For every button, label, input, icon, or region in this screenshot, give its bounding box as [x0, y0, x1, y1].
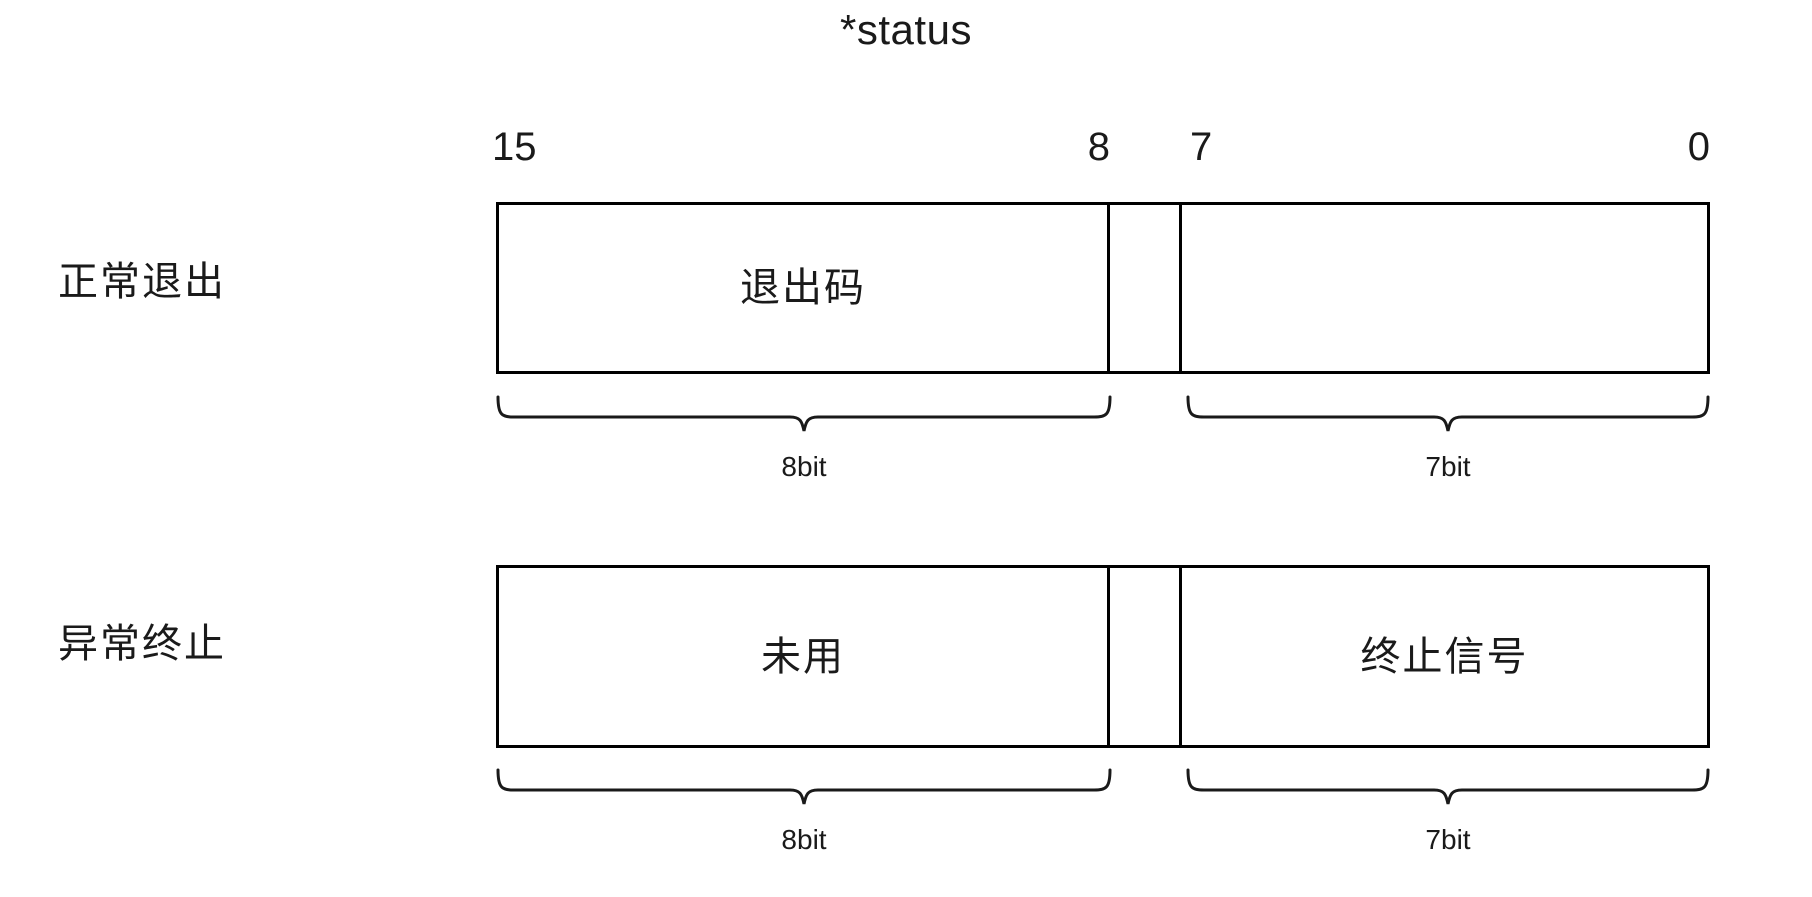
- width-caption-high-abnormal-termination: 8bit: [781, 824, 827, 855]
- bit-label-0: 0: [1687, 125, 1710, 169]
- brace-low-normal-exit: [1186, 395, 1710, 433]
- field-label-termination-signal: 终止信号: [1360, 634, 1529, 679]
- bit-label-7: 7: [1190, 125, 1213, 169]
- register-row-abnormal-termination: 未用 终止信号: [496, 565, 1710, 748]
- row-label-normal-exit: 正常退出: [58, 260, 226, 304]
- brace-low-abnormal-termination-icon: [1186, 768, 1710, 805]
- bit-label-8: 8: [1087, 125, 1110, 169]
- field-cell-high-normal-exit: 退出码: [499, 205, 1110, 371]
- field-label-unused: 未用: [761, 634, 845, 679]
- brace-low-abnormal-termination: [1186, 768, 1710, 806]
- brace-high-abnormal-termination: [496, 768, 1112, 806]
- brace-high-normal-exit-icon: [496, 395, 1112, 432]
- width-caption-low-normal-exit: 7bit: [1425, 451, 1471, 482]
- brace-high-abnormal-termination-icon: [496, 768, 1112, 805]
- field-cell-mid-abnormal-termination: [1110, 568, 1182, 745]
- row-label-abnormal-termination: 异常终止: [58, 622, 226, 666]
- field-label-exit-code: 退出码: [740, 266, 866, 310]
- bit-label-15: 15: [492, 125, 537, 169]
- width-caption-high-normal-exit: 8bit: [781, 451, 827, 482]
- brace-high-normal-exit: [496, 395, 1112, 433]
- width-caption-low-abnormal-termination: 7bit: [1425, 824, 1471, 855]
- field-cell-low-normal-exit: [1182, 205, 1707, 371]
- diagram-title: *status: [840, 6, 972, 53]
- field-cell-mid-normal-exit: [1110, 205, 1182, 371]
- register-row-normal-exit: 退出码: [496, 202, 1710, 374]
- brace-low-normal-exit-icon: [1186, 395, 1710, 432]
- field-cell-high-abnormal-termination: 未用: [499, 568, 1110, 745]
- field-cell-low-abnormal-termination: 终止信号: [1182, 568, 1707, 745]
